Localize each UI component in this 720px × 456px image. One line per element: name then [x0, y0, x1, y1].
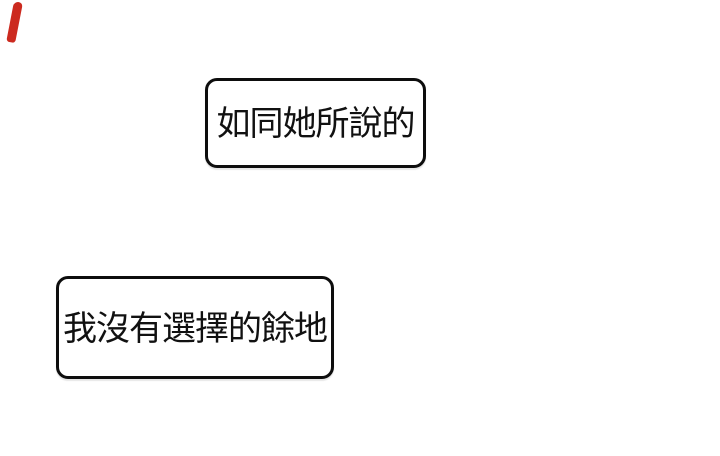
- speech-bubble-top: 如同她所說的: [205, 78, 426, 168]
- speech-bubble-bottom-text: 我沒有選擇的餘地: [63, 309, 328, 348]
- speech-bubble-top-text: 如同她所說的: [216, 105, 416, 143]
- red-ink-stroke: [6, 1, 23, 44]
- speech-bubble-bottom: 我沒有選擇的餘地: [56, 276, 334, 379]
